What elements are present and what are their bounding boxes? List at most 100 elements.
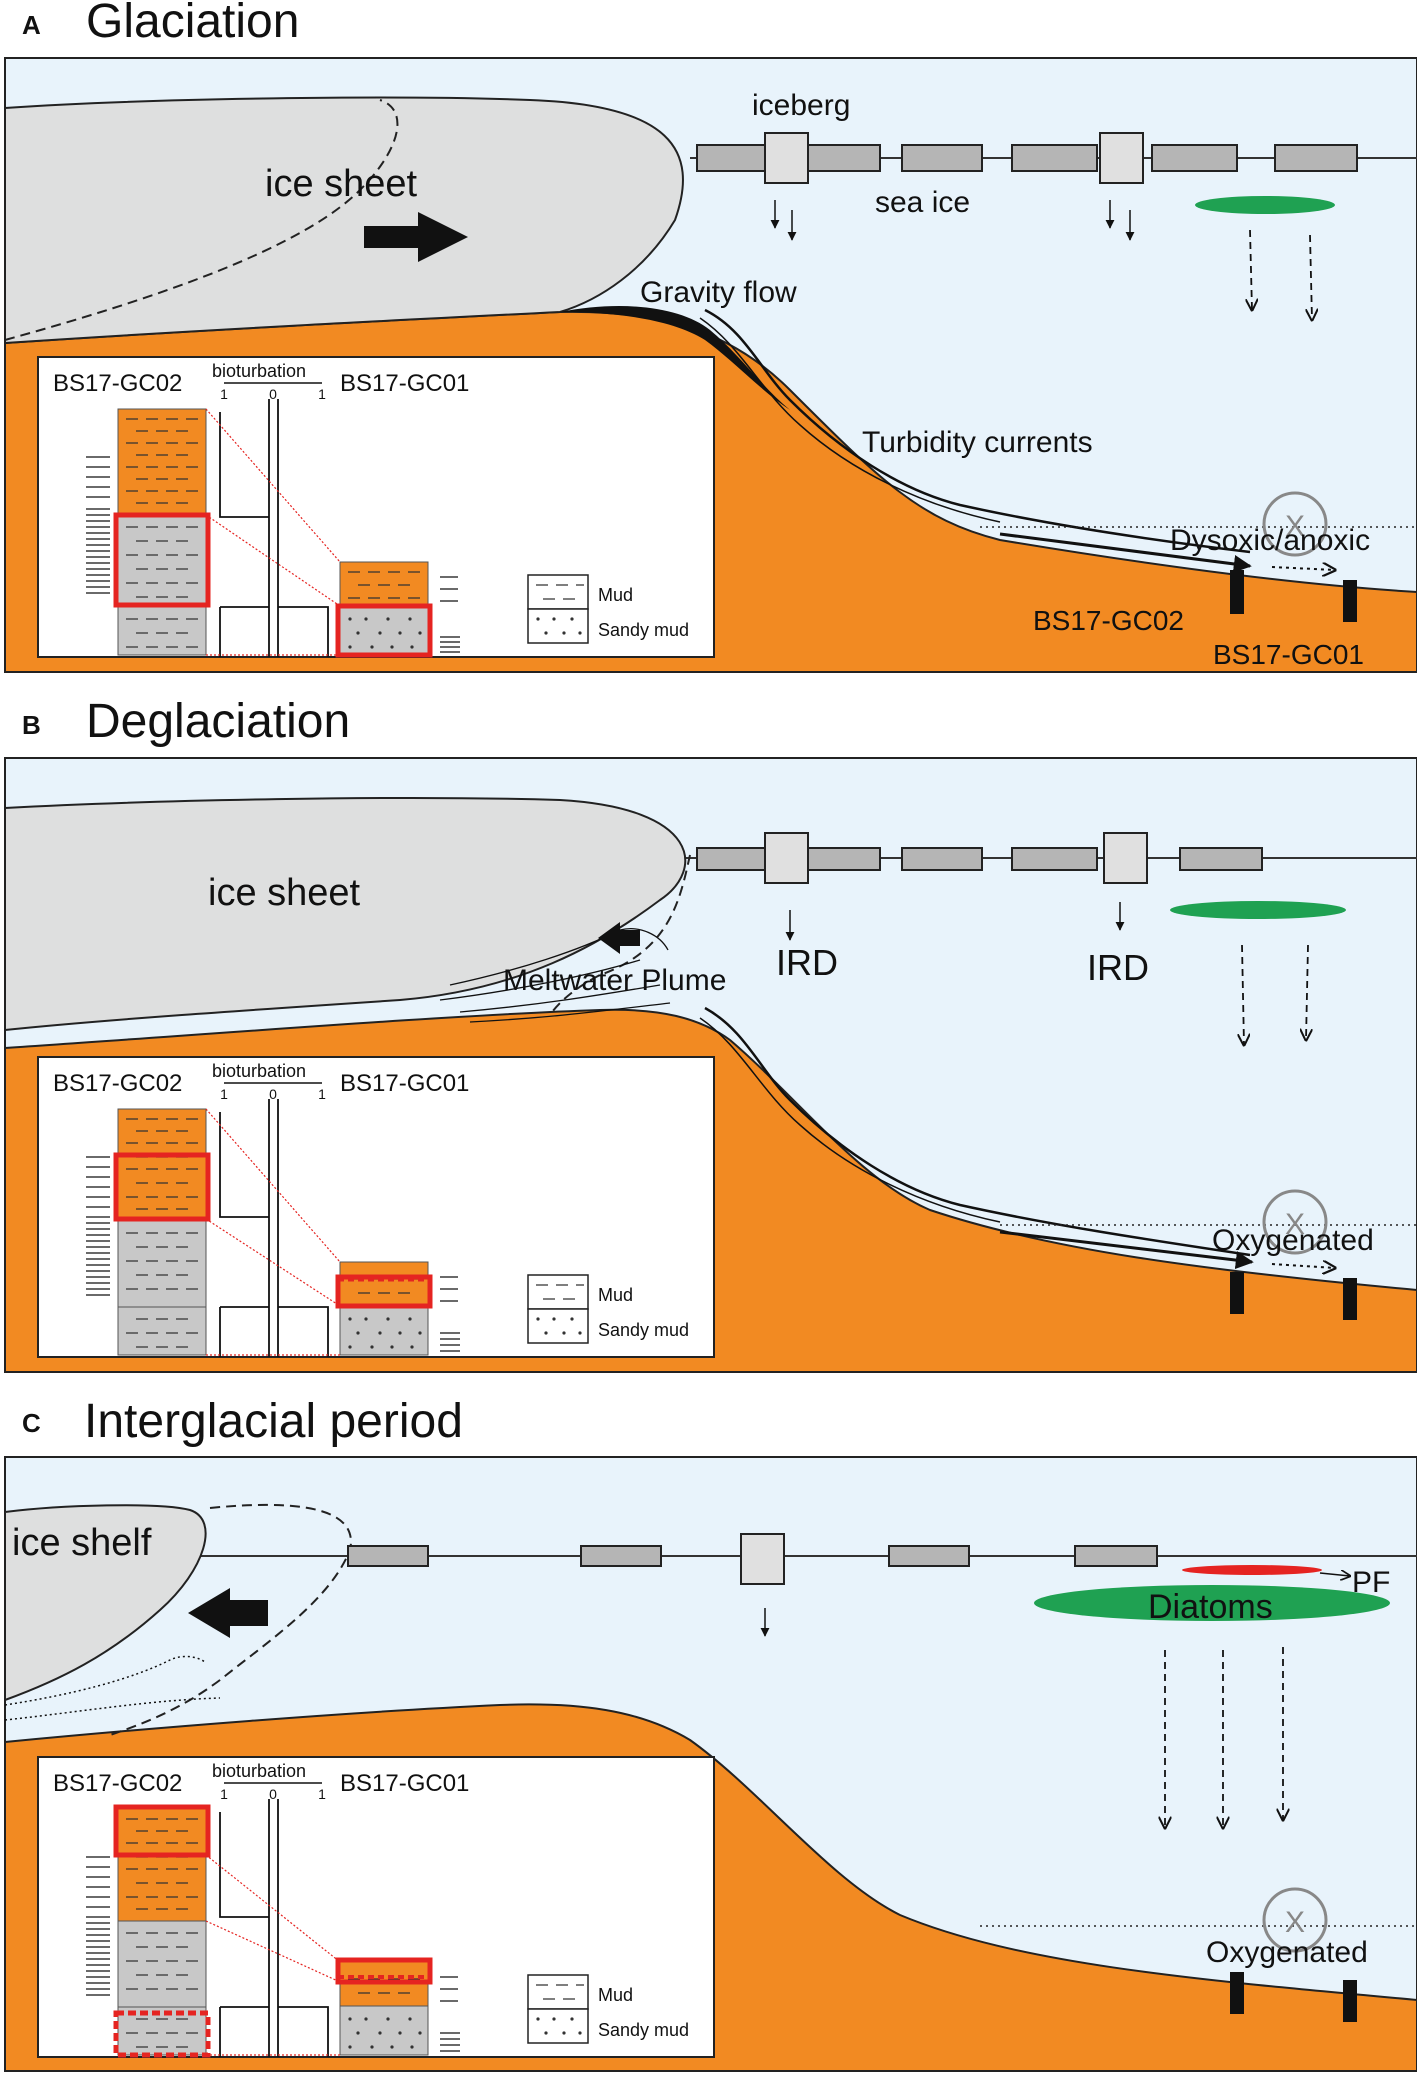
inset-left-core: BS17-GC02 <box>53 1070 182 1097</box>
organic-flux-arrows <box>1250 229 1312 320</box>
highlight-box <box>113 512 211 608</box>
sea-ice-floes <box>696 144 1358 172</box>
inset-right-core: BS17-GC01 <box>340 1770 469 1797</box>
oxygen-symbol: X <box>1000 1189 1417 1255</box>
ice-shelf-dashed-outline <box>109 1503 352 1736</box>
turbidity-current-line <box>704 308 1251 554</box>
legend-sandy-mud: Sandy mud <box>598 620 689 640</box>
ird-label: IRD <box>776 942 838 983</box>
legend-sandy-mud: Sandy mud <box>598 1320 689 1340</box>
panel-c-title: Interglacial period <box>84 1395 463 1448</box>
legend-mud: Mud <box>598 1285 633 1305</box>
phytoplankton-ellipse <box>1170 901 1346 919</box>
axis-tick: 0 <box>269 386 277 402</box>
ice-sheet-label: ice sheet <box>265 163 418 205</box>
panel-c-letter: C <box>22 1408 41 1438</box>
ird-arrows <box>770 200 1135 241</box>
core-site-gc02 <box>1230 1972 1244 2014</box>
ice-flow-arrow <box>364 212 468 262</box>
inset-left-core: BS17-GC02 <box>53 1770 182 1797</box>
pf-red-ellipse <box>1182 1565 1322 1575</box>
turbidity-current-line-2 <box>699 1017 1001 1223</box>
ird-arrows <box>785 902 1125 941</box>
meltwater-plume-label: Meltwater Plume <box>503 964 726 997</box>
gravity-flow-label: Gravity flow <box>640 276 797 309</box>
sea-ice-label: sea ice <box>875 186 970 219</box>
core-site-gc02 <box>1230 1272 1244 1314</box>
current-arrow <box>999 532 1252 573</box>
bioturbation-axis-title: bioturbation <box>212 1761 306 1781</box>
iceberg-block <box>764 832 809 884</box>
highlight-box <box>335 1957 433 1985</box>
ice-flow-arrow <box>188 1588 268 1638</box>
inset-right-core: BS17-GC01 <box>340 1070 469 1097</box>
iceberg-block <box>740 1533 785 1585</box>
core-site-gc01 <box>1343 1980 1357 2022</box>
diatoms-label: Diatoms <box>1148 1588 1273 1626</box>
bioturbation-axis-title: bioturbation <box>212 361 306 381</box>
iceberg-label: iceberg <box>752 89 850 122</box>
highlight-box <box>113 1804 211 1858</box>
legend-sandy-mud: Sandy mud <box>598 2020 689 2040</box>
iceberg-block <box>764 132 809 184</box>
svg-text:X: X <box>1285 1906 1305 1939</box>
redox-label: Oxygenated <box>1212 1224 1374 1257</box>
redox-label: Oxygenated <box>1206 1936 1368 1969</box>
highlight-box-dashed <box>113 2010 211 2058</box>
panel-a: A Glaciation <box>4 0 1417 673</box>
ice-sheet-label: ice sheet <box>208 872 361 914</box>
current-arrow <box>999 1230 1254 1270</box>
core-log-inset: BS17-GC02 BS17-GC01 bioturbation 1 0 1 <box>37 356 715 658</box>
organic-flux-arrows <box>1165 1647 1283 1828</box>
legend-mud: Mud <box>598 1985 633 2005</box>
turbidity-current-line <box>704 1006 1251 1257</box>
inset-right-core: BS17-GC01 <box>340 370 469 397</box>
diatoms-ellipse <box>1034 1585 1390 1621</box>
redox-label: Dysoxic/anoxic <box>1170 524 1370 557</box>
panel-a-letter: A <box>22 10 41 40</box>
iceberg-block <box>1103 832 1148 884</box>
core-site-gc01 <box>1343 580 1357 622</box>
panel-a-title: Glaciation <box>86 0 299 48</box>
core-site-gc02 <box>1230 570 1244 614</box>
ice-shelf <box>4 1504 207 1702</box>
panel-b-letter: B <box>22 710 41 740</box>
pf-arrow <box>1319 1573 1350 1576</box>
panel-b: B Deglaciation <box>4 695 1417 1373</box>
axis-tick: 1 <box>318 1786 326 1802</box>
core-log-inset: BS17-GC02 BS17-GC01 bioturbation 1 0 1 <box>37 1756 715 2058</box>
legend-mud: Mud <box>598 585 633 605</box>
oxygen-symbol: X <box>980 491 1417 557</box>
meltwater-flow-arrow <box>598 922 640 954</box>
iceberg-block <box>1099 132 1144 184</box>
svg-text:X: X <box>1285 510 1305 543</box>
highlight-box <box>335 603 433 658</box>
axis-tick: 0 <box>269 1786 277 1802</box>
ice-sheet <box>4 96 684 345</box>
axis-tick: 1 <box>220 1086 228 1102</box>
ice-shelf-label: ice shelf <box>12 1522 152 1564</box>
turbidity-label: Turbidity currents <box>862 426 1093 459</box>
highlight-box <box>113 1152 211 1222</box>
sea-ice-floes <box>347 1545 1158 1567</box>
panel-b-title: Deglaciation <box>86 695 350 748</box>
core-gc02-label: BS17-GC02 <box>1033 605 1184 636</box>
phytoplankton-ellipse <box>1195 196 1335 214</box>
svg-text:X: X <box>1285 1208 1305 1241</box>
axis-tick: 1 <box>220 386 228 402</box>
organic-flux-arrows <box>1242 944 1308 1045</box>
sea-ice-floes <box>696 847 1263 871</box>
axis-tick: 1 <box>318 1086 326 1102</box>
ice-sheet-dashed-outline <box>4 99 399 341</box>
oxygen-symbol: X <box>980 1887 1417 1953</box>
dotted-meltwater-lines <box>4 1655 221 1721</box>
axis-tick: 0 <box>269 1086 277 1102</box>
inset-left-core: BS17-GC02 <box>53 370 182 397</box>
bioturbation-axis-title: bioturbation <box>212 1061 306 1081</box>
turbidity-current-line-2 <box>699 317 1001 523</box>
panel-c: C Interglacial period PF Diatoms <box>4 1395 1417 2072</box>
axis-tick: 1 <box>318 386 326 402</box>
ice-sheet <box>4 797 687 1032</box>
ird-label: IRD <box>1087 947 1149 988</box>
